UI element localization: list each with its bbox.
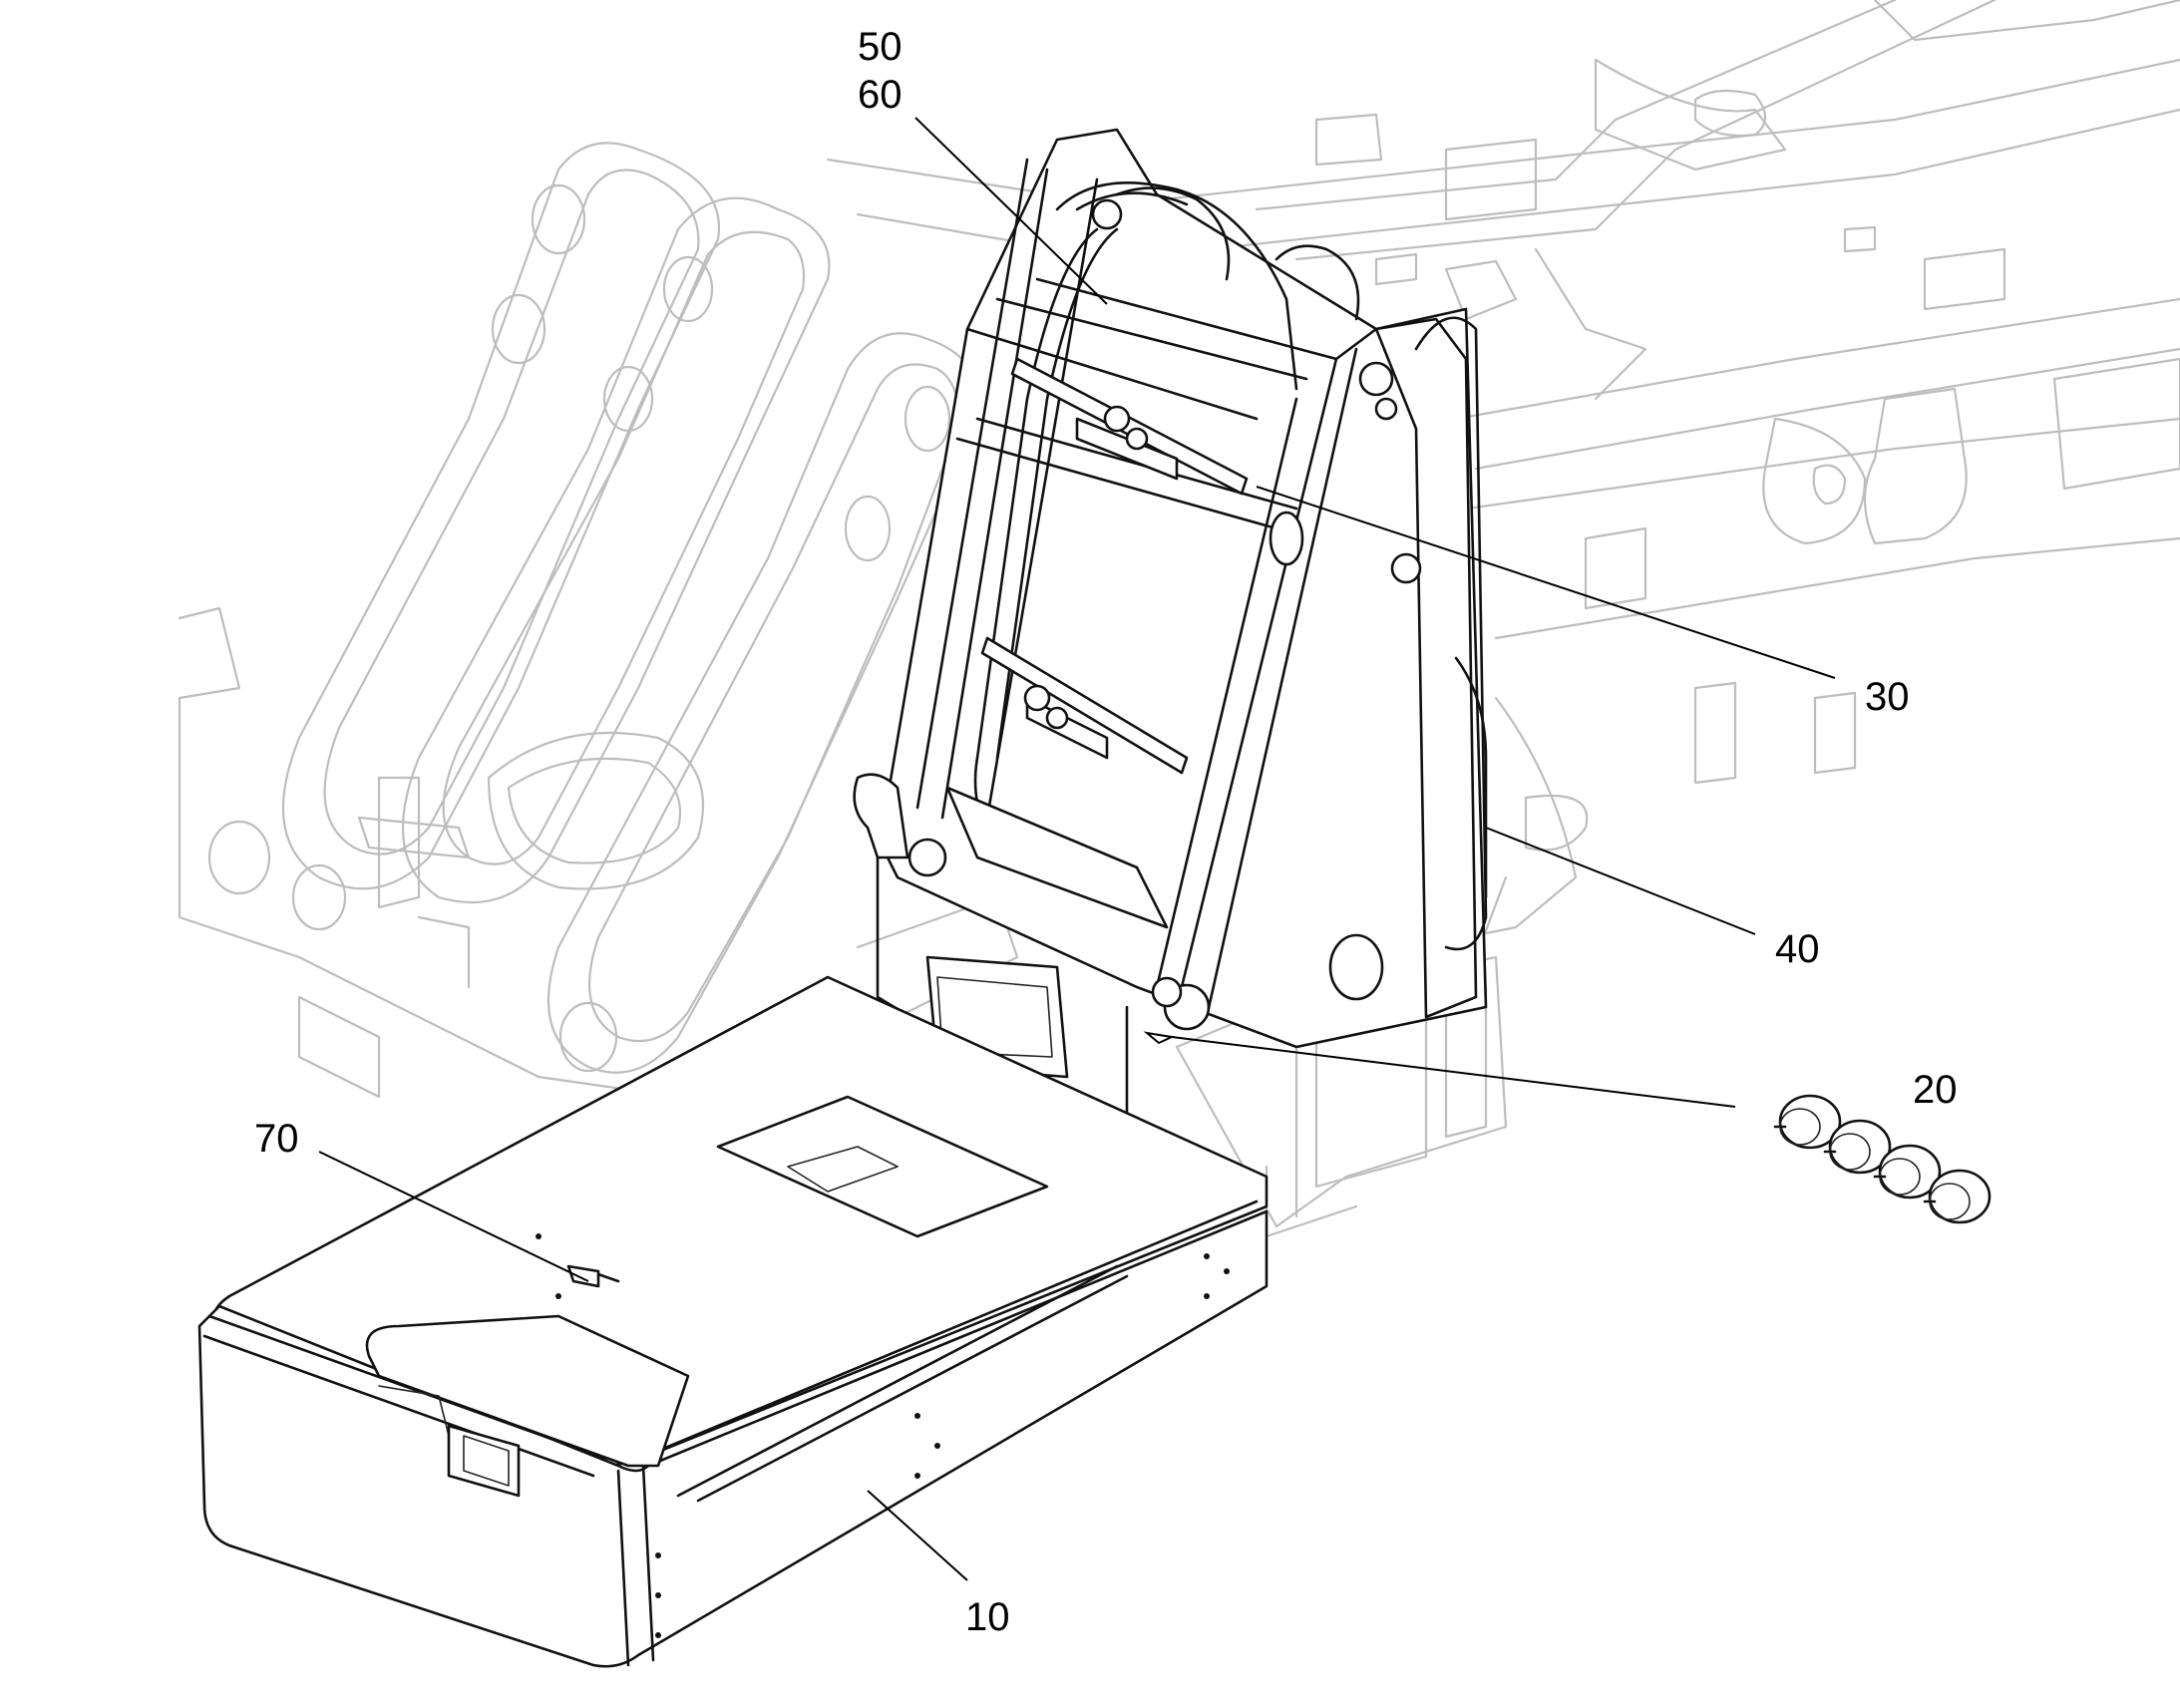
leader-10 xyxy=(867,1490,968,1581)
mount-2 xyxy=(1823,1119,1892,1175)
leader-40 xyxy=(1485,827,1756,935)
label-50: 50 xyxy=(858,25,903,69)
label-20: 20 xyxy=(1913,1068,1958,1112)
leader-20 xyxy=(1171,1036,1736,1108)
label-10: 10 xyxy=(965,1595,1010,1639)
mount-4 xyxy=(1923,1169,1992,1224)
mount-3 xyxy=(1873,1144,1942,1199)
rubber-mounts xyxy=(1773,1094,1992,1224)
label-40: 40 xyxy=(1775,927,1820,971)
cab-floor-platform xyxy=(197,975,1269,1668)
cab-protective-frame xyxy=(853,128,1488,1159)
leader-70 xyxy=(318,1151,589,1282)
mount-1 xyxy=(1773,1094,1842,1150)
leader-lines xyxy=(318,117,1836,1581)
leader-50-60 xyxy=(914,117,1108,305)
leader-30 xyxy=(1256,486,1836,679)
background-chassis-frame xyxy=(178,0,2180,1238)
label-60: 60 xyxy=(858,73,903,117)
label-30: 30 xyxy=(1865,675,1910,719)
callout-labels: 50 60 30 40 20 70 10 xyxy=(254,25,1958,1639)
label-70: 70 xyxy=(254,1117,299,1161)
